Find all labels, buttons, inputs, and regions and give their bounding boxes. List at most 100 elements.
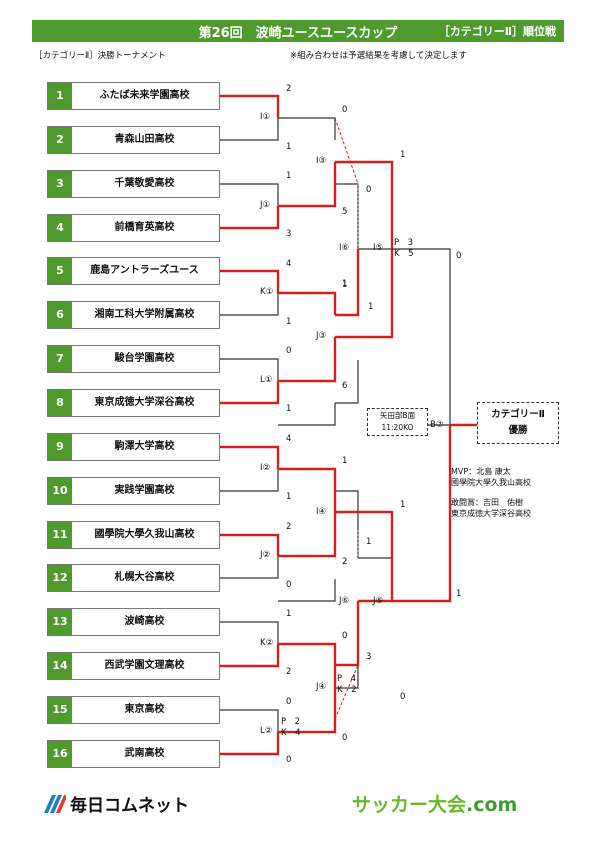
seed-number: 9 [48, 434, 72, 460]
match-code: L① [260, 375, 273, 385]
team-name: 東京高校 [124, 704, 165, 715]
team-name: 駿台学園高校 [114, 353, 175, 364]
score: 3 [366, 652, 372, 662]
score: 1 [342, 280, 348, 290]
team-name: 実践学園高校 [114, 485, 175, 496]
champion-category: カテゴリーⅡ [491, 409, 545, 420]
team-name: 國學院大學久我山高校 [94, 529, 195, 540]
match-code: I③ [316, 156, 327, 166]
team-name: 鹿島アントラーズユース [90, 265, 199, 276]
match-code: J② [260, 550, 271, 560]
pk-score: P 2 K 4 [281, 717, 301, 738]
seed-number: 1 [48, 83, 72, 109]
seed-number: 12 [48, 565, 72, 591]
seed-number: 8 [48, 390, 72, 416]
seed-number: 2 [48, 127, 72, 153]
match-code: J⑥ [339, 596, 350, 606]
score: 1 [286, 142, 292, 152]
team-name: 札幌大谷高校 [114, 572, 175, 583]
score: 1 [286, 404, 292, 414]
page-title: 第26回 波崎ユースユースカップ [198, 26, 398, 41]
match-code: J⑤ [373, 596, 384, 606]
score: 0 [366, 185, 372, 195]
score: 1 [286, 609, 292, 619]
team-name: 湘南工科大学附属高校 [94, 309, 195, 320]
soccer-taikai-text: サッカー大会 [352, 794, 467, 816]
score: 1 [456, 589, 462, 599]
team-box: 2 青森山田高校 [47, 126, 220, 154]
match-code: K② [260, 638, 274, 648]
mvp-team: 國學院大學久我山高校 [451, 478, 531, 487]
score: 1 [342, 279, 348, 289]
match-code: J④ [316, 682, 327, 692]
score: 0 [286, 346, 292, 356]
pk-score: P 4 K 2 [337, 674, 357, 695]
score: 0 [400, 692, 406, 702]
team-box: 7 駿台学園高校 [47, 345, 220, 373]
score: 2 [286, 522, 292, 532]
team-name: 東京成徳大学深谷高校 [94, 397, 195, 408]
team-name: 西武学園文理高校 [104, 660, 185, 671]
team-name: 駒澤大学高校 [114, 441, 175, 452]
score: 2 [286, 84, 292, 94]
match-code: J③ [316, 331, 327, 341]
team-box: 9 駒澤大学高校 [47, 433, 220, 461]
score: 5 [342, 207, 348, 217]
score: 0 [342, 631, 348, 641]
venue-field: 矢田部B面 [379, 411, 416, 420]
soccer-taikai-logo: サッカー大会.com [352, 790, 517, 817]
match-code: L② [260, 726, 273, 736]
mvp: MVP：北島 康太 [451, 467, 511, 476]
team-box: 11 國學院大學久我山高校 [47, 521, 220, 549]
seed-number: 10 [48, 478, 72, 504]
venue-box: 矢田部B面 11:20KO [367, 408, 428, 436]
champion-label: 優勝 [508, 425, 528, 436]
seed-number: 15 [48, 697, 72, 723]
score: 1 [400, 500, 406, 510]
score: 1 [286, 171, 292, 181]
match-code: B⑦ [430, 420, 444, 430]
score: 2 [342, 557, 348, 567]
seed-number: 6 [48, 302, 72, 328]
score: 1 [286, 317, 292, 327]
match-code: K① [260, 287, 274, 297]
subtitle: ［カテゴリーⅡ］決勝トーナメント [34, 51, 166, 61]
match-code: J① [260, 200, 271, 210]
team-name: 前橋育英高校 [114, 222, 175, 233]
team-name: 波崎高校 [124, 616, 165, 627]
seed-number: 3 [48, 171, 72, 197]
team-box: 15 東京高校 [47, 696, 220, 724]
score: 0 [286, 697, 292, 707]
team-name: 青森山田高校 [114, 134, 175, 145]
seed-number: 7 [48, 346, 72, 372]
seed-number: 11 [48, 522, 72, 548]
team-name: 千葉敬愛高校 [114, 178, 175, 189]
score: 2 [286, 667, 292, 677]
seed-number: 4 [48, 215, 72, 241]
team-box: 4 前橋育英高校 [47, 214, 220, 242]
seed-number: 5 [48, 258, 72, 284]
note: ※組み合わせは予選結果を考慮して決定します [290, 51, 467, 61]
team-box: 12 札幌大谷高校 [47, 564, 220, 592]
team-name: ふたば未来学園高校 [99, 90, 190, 101]
awards: MVP：北島 康太 國學院大學久我山高校 敢闘賞：吉田 佑樹 東京成徳大学深谷高… [451, 466, 531, 519]
fighting-spirit-award: 敢闘賞：吉田 佑樹 [451, 498, 523, 507]
match-code: I④ [316, 507, 327, 517]
fighting-spirit-team: 東京成徳大学深谷高校 [451, 509, 531, 518]
score: 6 [342, 381, 348, 391]
team-box: 3 千葉敬愛高校 [47, 170, 220, 198]
match-code: I② [260, 463, 271, 473]
venue-kickoff: 11:20KO [381, 423, 414, 432]
score: 1 [400, 150, 406, 160]
category-label: ［カテゴリーⅡ］順位戦 [438, 25, 556, 38]
team-box: 1 ふたば未来学園高校 [47, 82, 220, 110]
score: 3 [286, 229, 292, 239]
score: 0 [286, 580, 292, 590]
header-bar: 第26回 波崎ユースユースカップ ［カテゴリーⅡ］順位戦 [32, 20, 564, 42]
team-box: 8 東京成徳大学深谷高校 [47, 389, 220, 417]
score: 1 [342, 456, 348, 466]
champion-box: カテゴリーⅡ 優勝 [477, 402, 559, 444]
match-code: I⑥ [339, 243, 350, 253]
